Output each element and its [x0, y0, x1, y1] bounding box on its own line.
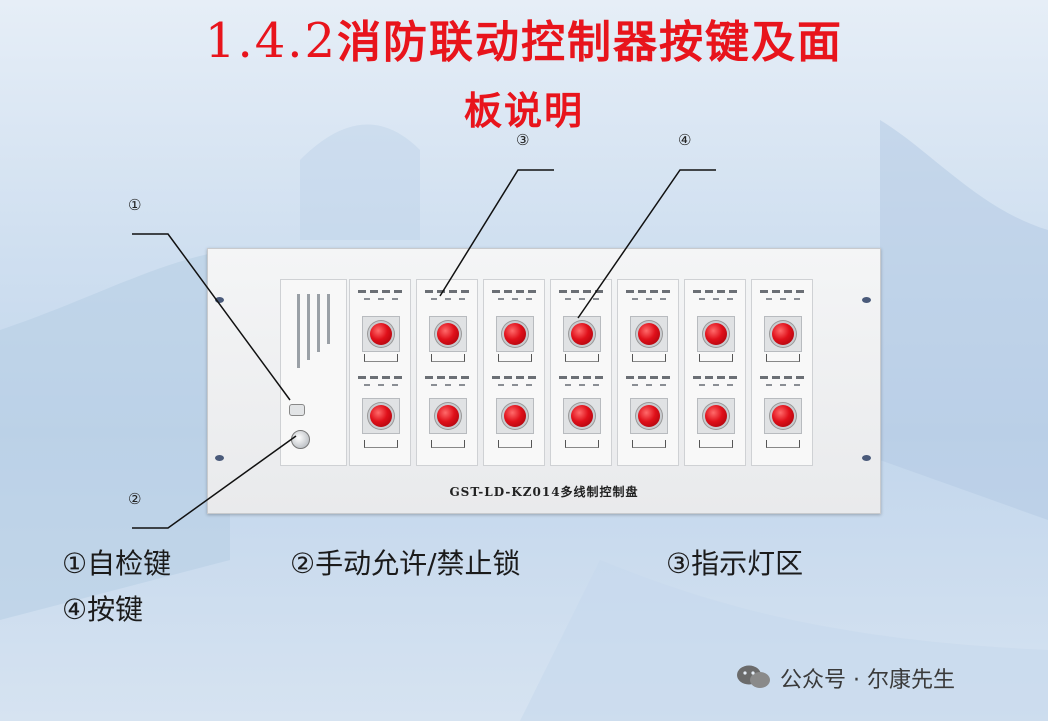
- page-title-line1: 1.4.2消防联动控制器按键及面: [0, 6, 1048, 70]
- mounting-screw: [862, 297, 871, 303]
- controller-panel: GST-LD-KZ014多线制控制盘: [207, 248, 881, 514]
- button-module: [684, 279, 746, 466]
- page-title-line2: 板说明: [463, 89, 584, 133]
- watermark-text: 公众号 · 尔康先生: [780, 668, 955, 693]
- control-button[interactable]: [504, 405, 526, 427]
- control-button[interactable]: [638, 323, 660, 345]
- indicator-light-area: [490, 290, 538, 304]
- legend-self-test-key: ①自检键: [62, 547, 172, 580]
- button-module: [416, 279, 478, 466]
- button-module: [349, 279, 411, 466]
- mounting-screw: [215, 455, 224, 461]
- control-button[interactable]: [571, 323, 593, 345]
- callout-4: ④: [678, 131, 692, 149]
- mounting-screw: [215, 297, 224, 303]
- indicator-light-area: [557, 376, 605, 390]
- panel-model-label: GST-LD-KZ014多线制控制盘: [449, 485, 639, 499]
- control-button[interactable]: [571, 405, 593, 427]
- button-module: [617, 279, 679, 466]
- section-number: 1.4.2: [204, 13, 338, 69]
- control-button[interactable]: [370, 323, 392, 345]
- callout-3: ③: [516, 131, 530, 149]
- callout-2: ②: [128, 490, 142, 508]
- indicator-light-area: [490, 376, 538, 390]
- indicator-light-area: [758, 376, 806, 390]
- indicator-light-area: [557, 290, 605, 304]
- legend-button: ④按键: [62, 593, 144, 626]
- control-button[interactable]: [705, 323, 727, 345]
- button-module: [483, 279, 545, 466]
- indicator-light-area: [691, 376, 739, 390]
- mounting-screw: [862, 455, 871, 461]
- indicator-light-area: [624, 290, 672, 304]
- indicator-light-area: [423, 376, 471, 390]
- self-test-key[interactable]: [289, 404, 305, 416]
- vent-slot: [327, 294, 330, 344]
- callout-1: ①: [128, 196, 142, 214]
- vent-slot: [317, 294, 320, 352]
- button-module: [751, 279, 813, 466]
- control-module: [280, 279, 347, 466]
- indicator-light-area: [624, 376, 672, 390]
- wechat-icon: [737, 665, 770, 688]
- control-button[interactable]: [437, 405, 459, 427]
- legend-indicator-area: ③指示灯区: [666, 547, 804, 580]
- control-button[interactable]: [504, 323, 526, 345]
- button-module: [550, 279, 612, 466]
- indicator-light-area: [356, 376, 404, 390]
- indicator-light-area: [758, 290, 806, 304]
- control-button[interactable]: [437, 323, 459, 345]
- vent-slot: [297, 294, 300, 368]
- indicator-light-area: [423, 290, 471, 304]
- indicator-light-area: [691, 290, 739, 304]
- control-button[interactable]: [638, 405, 660, 427]
- indicator-light-area: [356, 290, 404, 304]
- control-button[interactable]: [772, 405, 794, 427]
- control-button[interactable]: [705, 405, 727, 427]
- control-button[interactable]: [370, 405, 392, 427]
- vent-slot: [307, 294, 310, 360]
- legend-manual-lock: ②手动允许/禁止锁: [290, 547, 521, 580]
- control-button[interactable]: [772, 323, 794, 345]
- title-text: 消防联动控制器按键及面: [337, 17, 844, 68]
